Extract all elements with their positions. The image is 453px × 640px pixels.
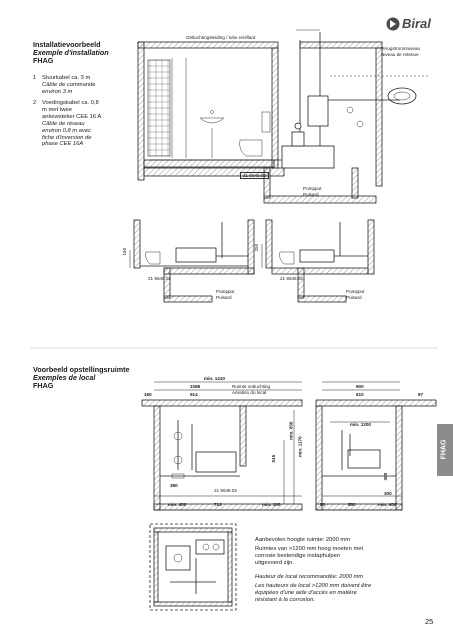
logo-mark-icon <box>386 17 400 31</box>
dim-b1-right: 50 <box>320 502 326 507</box>
note-access-fr: Les hauteurs de local >1200 mm doivent ê… <box>255 583 372 603</box>
dim-side-right: 97 <box>418 392 424 397</box>
diagram2-left-pit-nl: Pompput <box>216 289 235 294</box>
diagram2-left-part-no: 21 9649.02 <box>148 276 171 281</box>
dim-left-left: 160 <box>144 392 152 397</box>
dim-b3-right: min. 400 <box>378 502 397 507</box>
floor-plan-view <box>149 523 237 611</box>
dim-h1-left: 515 <box>271 454 277 463</box>
note-height-nl: Aanbevolen hoogte ruimte: 2000 mm <box>255 537 351 543</box>
side-tab: FHAG <box>437 424 453 476</box>
item-1-nl: Stuurkabel ca. 3 m <box>42 75 91 81</box>
diagram2-left-dim: 160 <box>122 247 128 256</box>
section2-model: FHAG <box>33 381 54 390</box>
diagram2-right-pit-fr: Puisard <box>346 295 362 300</box>
dim-w2-right: 610 <box>356 392 364 397</box>
section2-title-nl: Voorbeeld opstellingsruimte <box>33 365 130 374</box>
item-2-nl: Voedingskabel ca. 0,8 m met twee ankewst… <box>42 100 102 120</box>
note-access-nl: Ruimtes van >1200 mm hoog moeten met cor… <box>255 546 364 566</box>
diagram2-right-pit-nl: Pompput <box>346 289 365 294</box>
room-vent-nl: Ruimte ontluchting <box>232 384 271 389</box>
backflow-label-fr: Niveau de retenue <box>381 52 419 57</box>
dim-h2-left: min. 650 <box>288 421 294 440</box>
dim-b2-left: min. 400 <box>168 502 187 507</box>
dim-b3-left: 713 <box>214 502 222 507</box>
room-vent-fr: Aération du local <box>232 390 267 395</box>
item-1-fr: Câble de commande environ 3 m <box>42 82 96 95</box>
room-plan-left <box>141 381 303 511</box>
diagram3-part-no: 21 9649.02 <box>214 488 237 493</box>
item-2-fr: Câble de réseau environ 0,8 m avec fiche… <box>42 121 92 148</box>
brand-name: Biral <box>402 16 431 31</box>
diagram2-right-dim: 250 <box>254 243 260 252</box>
vent-pipe-label: Ontluchtingsleiding / tube reniflard <box>186 35 256 40</box>
pit-label-fr: Puisard <box>303 192 319 197</box>
dim-w2-left: 914 <box>190 392 198 397</box>
page-number: 25 <box>425 617 434 626</box>
dim-h3-left: min. 1170 <box>297 436 303 458</box>
building-section-1 <box>137 29 430 204</box>
diagram2-right-part-no: 21 9649.02 <box>280 276 303 281</box>
dim-b1-left: 380 <box>170 483 178 488</box>
side-tab-label: FHAG <box>440 439 448 460</box>
section1-title-nl: Installatievoorbeeld <box>33 40 101 49</box>
pit-label-nl: Pompput <box>303 186 322 191</box>
room-plan-right <box>315 381 437 511</box>
diagram1-part-no: 21 9649.02 <box>240 172 269 180</box>
item-1-num: 1 <box>33 75 37 81</box>
backflow-label-nl: Terugstroomniveau <box>381 46 421 51</box>
dim-r1-right: 300 <box>383 472 389 481</box>
section1-title-fr: Exemple d'installation <box>33 48 109 57</box>
diagram2-left-pit-fr: Puisard <box>216 295 232 300</box>
dim-mid-right: min. 1200 <box>350 422 371 427</box>
building-section-2-right <box>261 219 375 303</box>
brand-logo: Biral <box>386 16 438 32</box>
dim-b4-left: min. 100 <box>262 502 281 507</box>
building-section-2-left <box>129 219 255 303</box>
note-height-fr: Hauteur de local recommandée: 2000 mm <box>255 574 364 580</box>
dim-top-left: min. 1410 <box>204 376 225 381</box>
section1-model: FHAG <box>33 56 54 65</box>
item-2-num: 2 <box>33 100 37 106</box>
dim-r2-right: 300 <box>384 491 392 496</box>
dim-top-right: 900 <box>356 384 364 389</box>
section2-title-fr: Exemples de local <box>33 373 96 382</box>
dim-w1-left: 1086 <box>190 384 201 389</box>
dim-b2-right: 550 <box>348 502 356 507</box>
